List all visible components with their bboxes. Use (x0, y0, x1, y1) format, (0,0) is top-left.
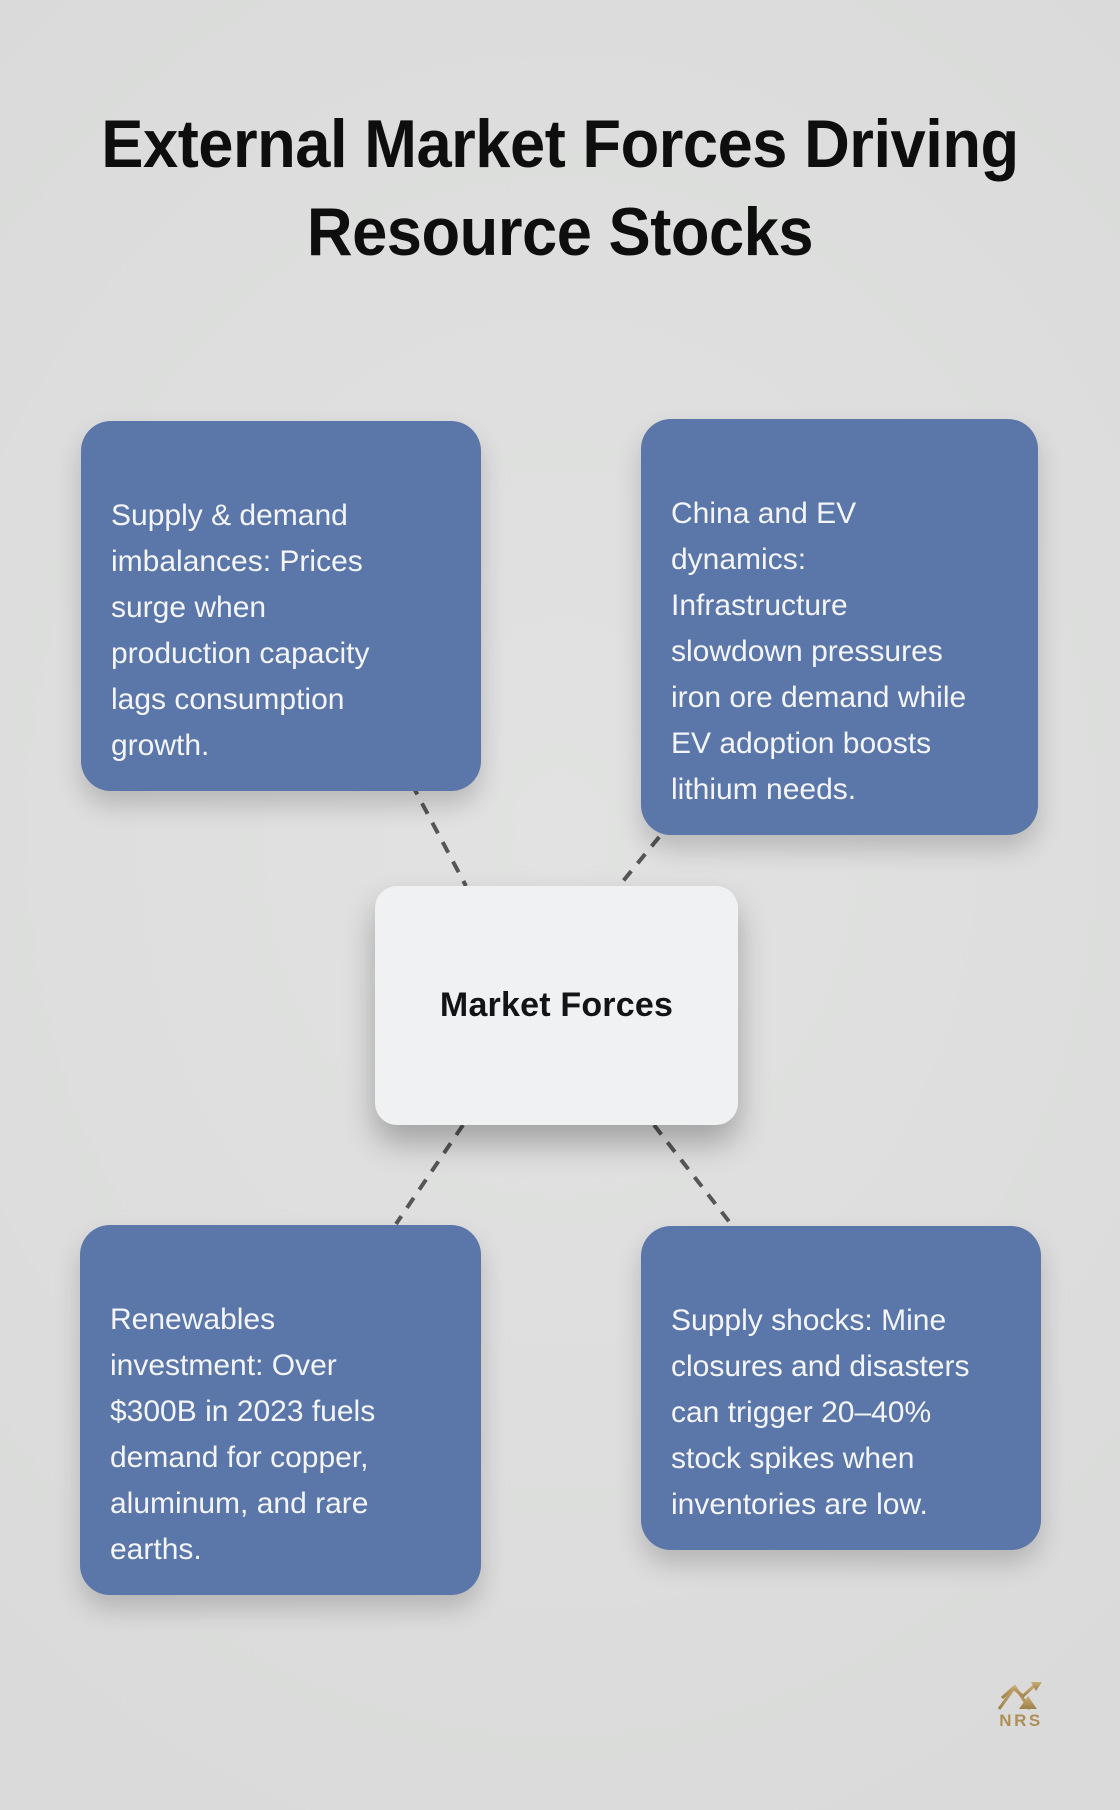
mountain-trend-icon (997, 1682, 1042, 1710)
force-card-supply-demand: Supply & demand imbalances: Prices surge… (81, 421, 481, 791)
connector-bottom-left (394, 1123, 465, 1226)
force-card-text: Supply shocks: Mine closures and disaste… (671, 1304, 970, 1521)
page-title: External Market Forces Driving Resource … (101, 106, 1019, 270)
connector-bottom-right (652, 1123, 733, 1226)
brand-logo-text: NRS (999, 1711, 1043, 1730)
force-card-china-ev: China and EV dynamics: Infrastructure sl… (641, 419, 1038, 835)
force-card-renewables: Renewables investment: Over $300B in 202… (80, 1225, 481, 1595)
force-card-text: Renewables investment: Over $300B in 202… (110, 1303, 376, 1566)
force-card-supply-shocks: Supply shocks: Mine closures and disaste… (641, 1226, 1041, 1550)
center-node-market-forces: Market Forces (375, 886, 738, 1125)
brand-logo: NRS (992, 1682, 1050, 1731)
force-card-text: China and EV dynamics: Infrastructure sl… (671, 497, 967, 806)
force-card-text: Supply & demand imbalances: Prices surge… (111, 499, 370, 762)
center-node-label: Market Forces (439, 986, 674, 1024)
